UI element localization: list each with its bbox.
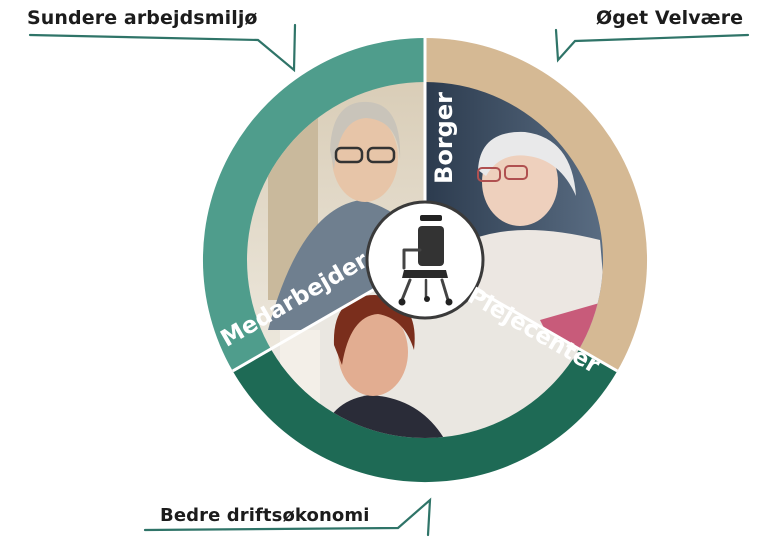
connector-bottom	[143, 497, 432, 537]
callout-connectors	[28, 23, 750, 537]
callout-oeget-velvaere: Øget Velvære	[596, 7, 744, 29]
shower-commode-chair-icon	[398, 215, 453, 306]
segment-label-borger: Borger	[430, 92, 458, 184]
connector-top-right	[554, 28, 750, 63]
callout-bedre-driftsoekonomi: Bedre driftsøkonomi	[160, 505, 370, 526]
connector-top-left	[28, 23, 297, 73]
callout-sundere-arbejdsmiljo: Sundere arbejdsmiljø	[27, 7, 258, 29]
